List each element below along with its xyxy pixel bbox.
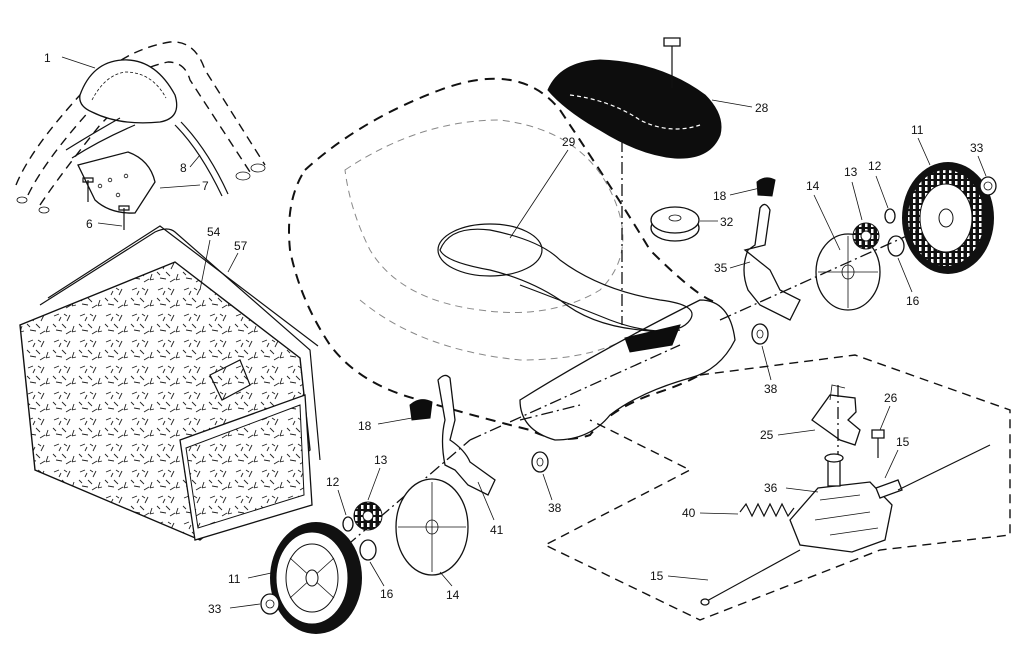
callout-11-right: 11 <box>911 123 924 137</box>
handle-tube-end-3 <box>16 196 28 204</box>
left-axle-nut-38 <box>531 451 549 473</box>
callout-36: 36 <box>764 481 778 495</box>
callout-57: 57 <box>234 239 248 253</box>
callout-13-right: 13 <box>844 165 858 179</box>
deck-inner-rim <box>359 299 641 361</box>
handle-outline-dashed-inner <box>27 61 251 196</box>
left-lever-knob-part <box>409 399 433 421</box>
callout-15-lower: 15 <box>650 569 664 583</box>
callout-7: 7 <box>202 179 209 193</box>
callout-14-right: 14 <box>806 179 820 193</box>
left-adjuster-lever-part <box>437 374 496 496</box>
right-height-adjuster <box>743 177 801 321</box>
control-cover-part <box>79 59 178 124</box>
lever-knob-part <box>756 177 776 197</box>
belt-cover-part <box>547 59 722 159</box>
deck-outline <box>288 77 727 440</box>
callout-8: 8 <box>180 161 187 175</box>
left-drive-wheel-disc <box>395 478 469 576</box>
left-washer-12 <box>342 516 354 532</box>
handle-tube-end-4 <box>38 206 50 214</box>
mower-deck-group <box>288 77 736 441</box>
callout-14-left: 14 <box>446 588 460 602</box>
callout-18-left: 18 <box>358 419 372 433</box>
gearbox-part <box>789 453 903 553</box>
bag-handle <box>209 359 251 401</box>
right-washer-16 <box>887 235 905 257</box>
control-cable-part <box>174 121 229 197</box>
left-height-adjuster <box>409 374 496 496</box>
right-axle-nut-38 <box>751 323 769 345</box>
right-pinion-gear <box>852 222 880 250</box>
callout-41: 41 <box>490 523 504 537</box>
bag-mesh-inner <box>185 404 305 529</box>
callout-32: 32 <box>720 215 734 229</box>
callout-33-right: 33 <box>970 141 984 155</box>
callout-35: 35 <box>714 261 728 275</box>
callout-13-left: 13 <box>374 453 388 467</box>
belt-cover-bit <box>624 324 681 353</box>
callout-40: 40 <box>682 506 696 520</box>
deck-inner-outline <box>344 119 624 313</box>
left-washer-16 <box>359 539 377 561</box>
left-rear-wheel <box>270 522 362 634</box>
bag-frame-bar <box>39 228 321 461</box>
right-axle-line <box>719 229 921 321</box>
callout-38-right: 38 <box>764 382 778 396</box>
right-drive-wheel-disc <box>815 233 881 311</box>
belt-cover-group <box>547 37 722 325</box>
callout-26: 26 <box>884 391 898 405</box>
callout-12-left: 12 <box>326 475 340 489</box>
callout-18-right: 18 <box>713 189 727 203</box>
mounting-plate-part <box>77 151 156 214</box>
cable-bracket <box>65 117 136 159</box>
callout-29: 29 <box>562 135 576 149</box>
spring-part <box>739 502 795 518</box>
callout-16-right: 16 <box>906 294 920 308</box>
transmission-bolt-26 <box>871 429 885 458</box>
callout-38-left: 38 <box>548 501 562 515</box>
handle-tube-end-2 <box>235 171 251 181</box>
callout-6: 6 <box>86 217 93 231</box>
right-rear-wheel <box>902 162 994 274</box>
transmission-box-outline <box>543 354 1011 621</box>
right-hub-cap <box>979 176 997 196</box>
callout-1: 1 <box>44 51 51 65</box>
callout-12-right: 12 <box>868 159 882 173</box>
callout-16-left: 16 <box>380 587 394 601</box>
rear-housing <box>519 299 736 441</box>
callout-labels: 1 6 7 8 54 57 29 28 18 32 35 14 13 12 11… <box>44 51 984 616</box>
callout-54: 54 <box>207 225 221 239</box>
adjuster-lever-part <box>743 203 801 321</box>
left-pinion-gear <box>353 501 383 531</box>
control-cover-stitch <box>91 71 167 101</box>
leader-lines <box>61 56 987 609</box>
left-hub-cap <box>260 593 280 615</box>
drive-belt-part <box>439 228 693 332</box>
right-washer-12 <box>884 208 896 224</box>
drive-shaft-part <box>700 444 991 606</box>
transmission-bracket-part <box>811 384 861 446</box>
pulley-part <box>650 206 700 242</box>
grass-bag-group <box>19 225 321 541</box>
callout-15-upper: 15 <box>896 435 910 449</box>
callout-11-left: 11 <box>228 572 241 586</box>
callout-33-left: 33 <box>208 602 222 616</box>
handle-tube-end <box>250 163 266 173</box>
bag-frame-bar-2 <box>47 225 319 347</box>
callout-28: 28 <box>755 101 769 115</box>
left-axle-line <box>469 344 681 441</box>
deck-mount-ring <box>437 223 543 277</box>
upper-handle-group <box>15 41 266 230</box>
callout-25: 25 <box>760 428 774 442</box>
